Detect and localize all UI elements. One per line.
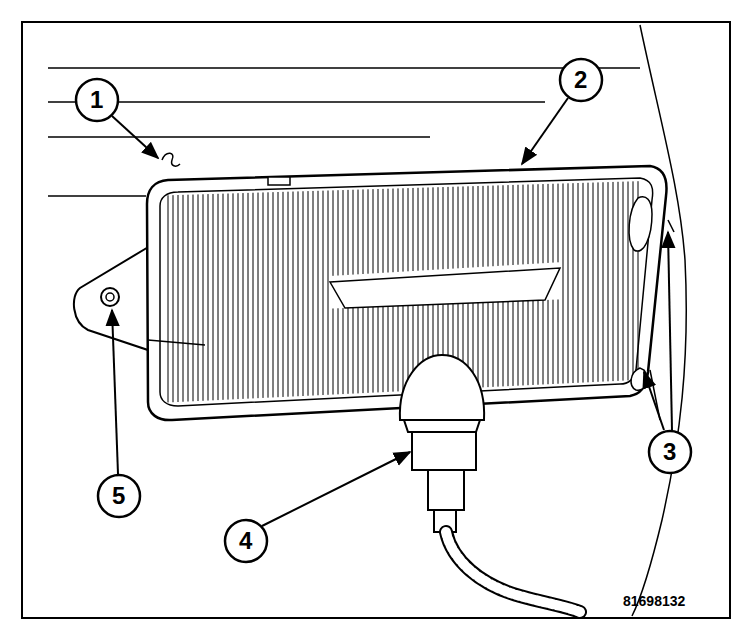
callout-number: 3: [663, 440, 676, 464]
figure-id: 81698132: [623, 594, 685, 608]
callout-number: 5: [112, 484, 125, 508]
lamp-housing: [74, 166, 667, 420]
callout-circles: [76, 59, 691, 562]
screw: [101, 288, 119, 306]
screw-head: [106, 293, 114, 301]
clip-symbol: [162, 153, 180, 166]
lens-details: [148, 197, 674, 420]
callout-number: 2: [574, 68, 587, 92]
lens-ribs: [168, 181, 638, 402]
body-panel-lines: [48, 25, 686, 616]
callout-number: 1: [90, 88, 103, 112]
wire-harness: [446, 532, 580, 612]
wire-harness-wrap: [446, 532, 580, 612]
callout-number: 4: [239, 529, 252, 553]
bulb-socket: [400, 355, 484, 532]
leader-lines: [112, 98, 672, 526]
frame: [22, 22, 730, 618]
